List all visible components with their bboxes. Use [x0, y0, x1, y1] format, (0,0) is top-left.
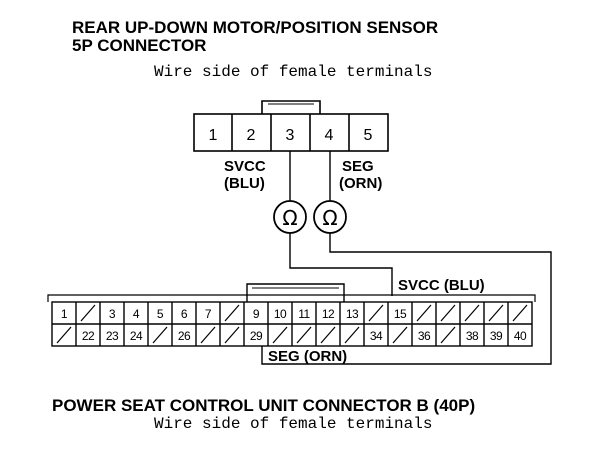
seg-wire-lower — [261, 233, 552, 365]
connector-5p-body — [193, 113, 389, 152]
connector-40p-latch — [246, 283, 345, 302]
pin-5p: 1 — [209, 127, 218, 144]
pin-40p: 34 — [370, 329, 383, 343]
pin-40p: 22 — [82, 329, 95, 343]
ohm-icon: Ω — [282, 206, 297, 230]
connector-40p — [47, 283, 536, 347]
connector-40p-shell — [47, 294, 536, 302]
pin-40p: 29 — [250, 329, 263, 343]
bottom-connector-subtitle: Wire side of female terminals — [154, 415, 432, 433]
unused-pin-slash — [56, 326, 72, 344]
svcc-wire-lower — [289, 233, 393, 296]
pin-40p: 24 — [130, 329, 143, 343]
unused-pin-slash — [224, 326, 240, 344]
unused-pin-slash — [392, 326, 408, 344]
pin-40p: 23 — [106, 329, 119, 343]
pin-40p: 7 — [205, 307, 212, 321]
unused-pin-slash — [296, 326, 312, 344]
unused-pin-slash — [272, 326, 288, 344]
svcc-terminal-color: (BLU) — [224, 175, 265, 192]
unused-pin-slash — [152, 326, 168, 344]
pin-40p: 6 — [181, 307, 188, 321]
pin-5p: 5 — [364, 127, 373, 144]
pin-40p: 13 — [346, 307, 359, 321]
pin-40p: 12 — [322, 307, 335, 321]
ohmmeter-circle — [313, 200, 347, 234]
unused-pin-slash — [344, 326, 360, 344]
pin-40p: 1 — [61, 307, 68, 321]
pin-40p: 36 — [418, 329, 431, 343]
connector-5p — [193, 100, 389, 152]
unused-pin-slash — [440, 326, 456, 344]
svcc-terminal-label: SVCC — [224, 158, 266, 175]
pin-40p: 26 — [178, 329, 191, 343]
pin-5p: 4 — [325, 127, 334, 144]
unused-pin-slash — [512, 304, 528, 322]
svcc-wire-label: SVCC (BLU) — [398, 277, 485, 294]
ohm-icon: Ω — [322, 206, 337, 230]
pin-40p: 38 — [466, 329, 479, 343]
ohmmeter-seg: Ω — [313, 200, 347, 234]
pin-40p: 39 — [490, 329, 503, 343]
top-connector-title-line2: 5P CONNECTOR — [72, 36, 206, 55]
unused-pin-slash — [416, 304, 432, 322]
pin-40p: 4 — [133, 307, 140, 321]
ohmmeter-svcc: Ω — [273, 200, 307, 234]
pin-40p: 40 — [514, 329, 527, 343]
pin-40p: 15 — [394, 307, 407, 321]
top-connector-title-line1: REAR UP-DOWN MOTOR/POSITION SENSOR — [72, 18, 438, 37]
bottom-connector-title: POWER SEAT CONTROL UNIT CONNECTOR B (40P… — [52, 396, 475, 415]
unused-pin-slash — [464, 304, 480, 322]
pin-5p: 3 — [286, 127, 295, 144]
ohmmeter-circle — [273, 200, 307, 234]
seg-terminal-color: (ORN) — [339, 175, 382, 192]
unused-pin-slash — [368, 304, 384, 322]
unused-pin-slash — [488, 304, 504, 322]
connector-5p-latch — [261, 100, 321, 114]
pin-40p: 3 — [109, 307, 116, 321]
pin-40p: 9 — [253, 307, 260, 321]
wires — [261, 151, 552, 365]
top-connector-subtitle: Wire side of female terminals — [154, 63, 432, 81]
unused-pin-slash — [200, 326, 216, 344]
pin-5p: 2 — [247, 127, 256, 144]
unused-pin-slash — [440, 304, 456, 322]
unused-pin-slash — [224, 304, 240, 322]
seg-terminal-label: SEG — [342, 158, 374, 175]
seg-wire-label: SEG (ORN) — [268, 348, 347, 365]
connector-5p-pins: 1 2 3 4 5 — [209, 127, 373, 144]
pin-40p: 5 — [157, 307, 164, 321]
pin-40p: 10 — [274, 307, 287, 321]
pin-40p: 11 — [298, 307, 310, 321]
unused-pin-slash — [80, 304, 96, 322]
unused-pin-slash — [320, 326, 336, 344]
